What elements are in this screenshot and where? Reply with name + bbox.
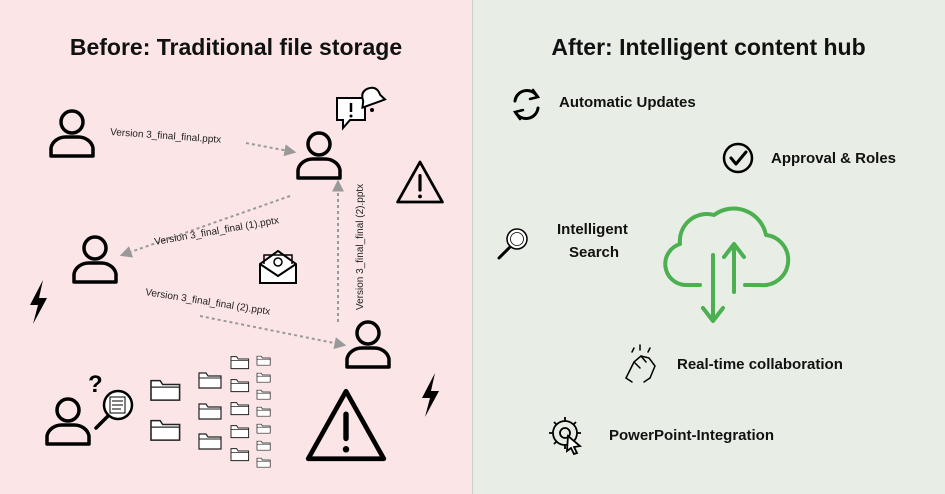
after-title: After: Intelligent content hub [551,34,866,60]
person-icon [345,320,391,369]
email-icon [259,249,297,284]
after-panel [472,0,945,494]
feature-realtime-collaboration: Real-time collaboration [677,356,843,373]
warning-icon [308,391,384,459]
transfer-arrow [199,315,347,349]
before-title: Before: Traditional file storage [69,34,403,60]
person-icon [296,131,342,180]
folder-cluster [150,355,271,468]
feature-powerpoint-integration: PowerPoint-Integration [609,427,774,444]
question-icon: ? [88,371,103,398]
person-icon [45,397,91,446]
file-label: Version 3_final_final (1).pptx [154,215,280,248]
feature-search-line1: Intelligent [557,221,628,238]
search-document-icon [94,389,134,430]
warning-icon [396,160,444,204]
person-icon [72,235,118,284]
sync-icon [512,88,541,121]
gear-cursor-icon [549,417,583,456]
lightning-icon [422,373,439,417]
lightning-icon [30,280,47,324]
feature-approval-roles: Approval & Roles [771,150,897,167]
magnifier-icon [497,228,528,260]
file-label: Version 3_final_final.pptx [110,127,222,146]
cloud-sync-icon [663,206,791,323]
person-icon [49,109,95,158]
handshake-icon [625,344,656,383]
file-label: Version 3_final_final (2).pptx [355,184,366,310]
file-label: Version 3_final_final (2).pptx [145,287,271,318]
feature-automatic-updates: Automatic Updates [559,94,696,111]
check-circle-icon [722,142,754,174]
transfer-arrow [245,142,297,157]
notification-icon [336,86,387,131]
feature-search-line2: Search [569,244,620,261]
